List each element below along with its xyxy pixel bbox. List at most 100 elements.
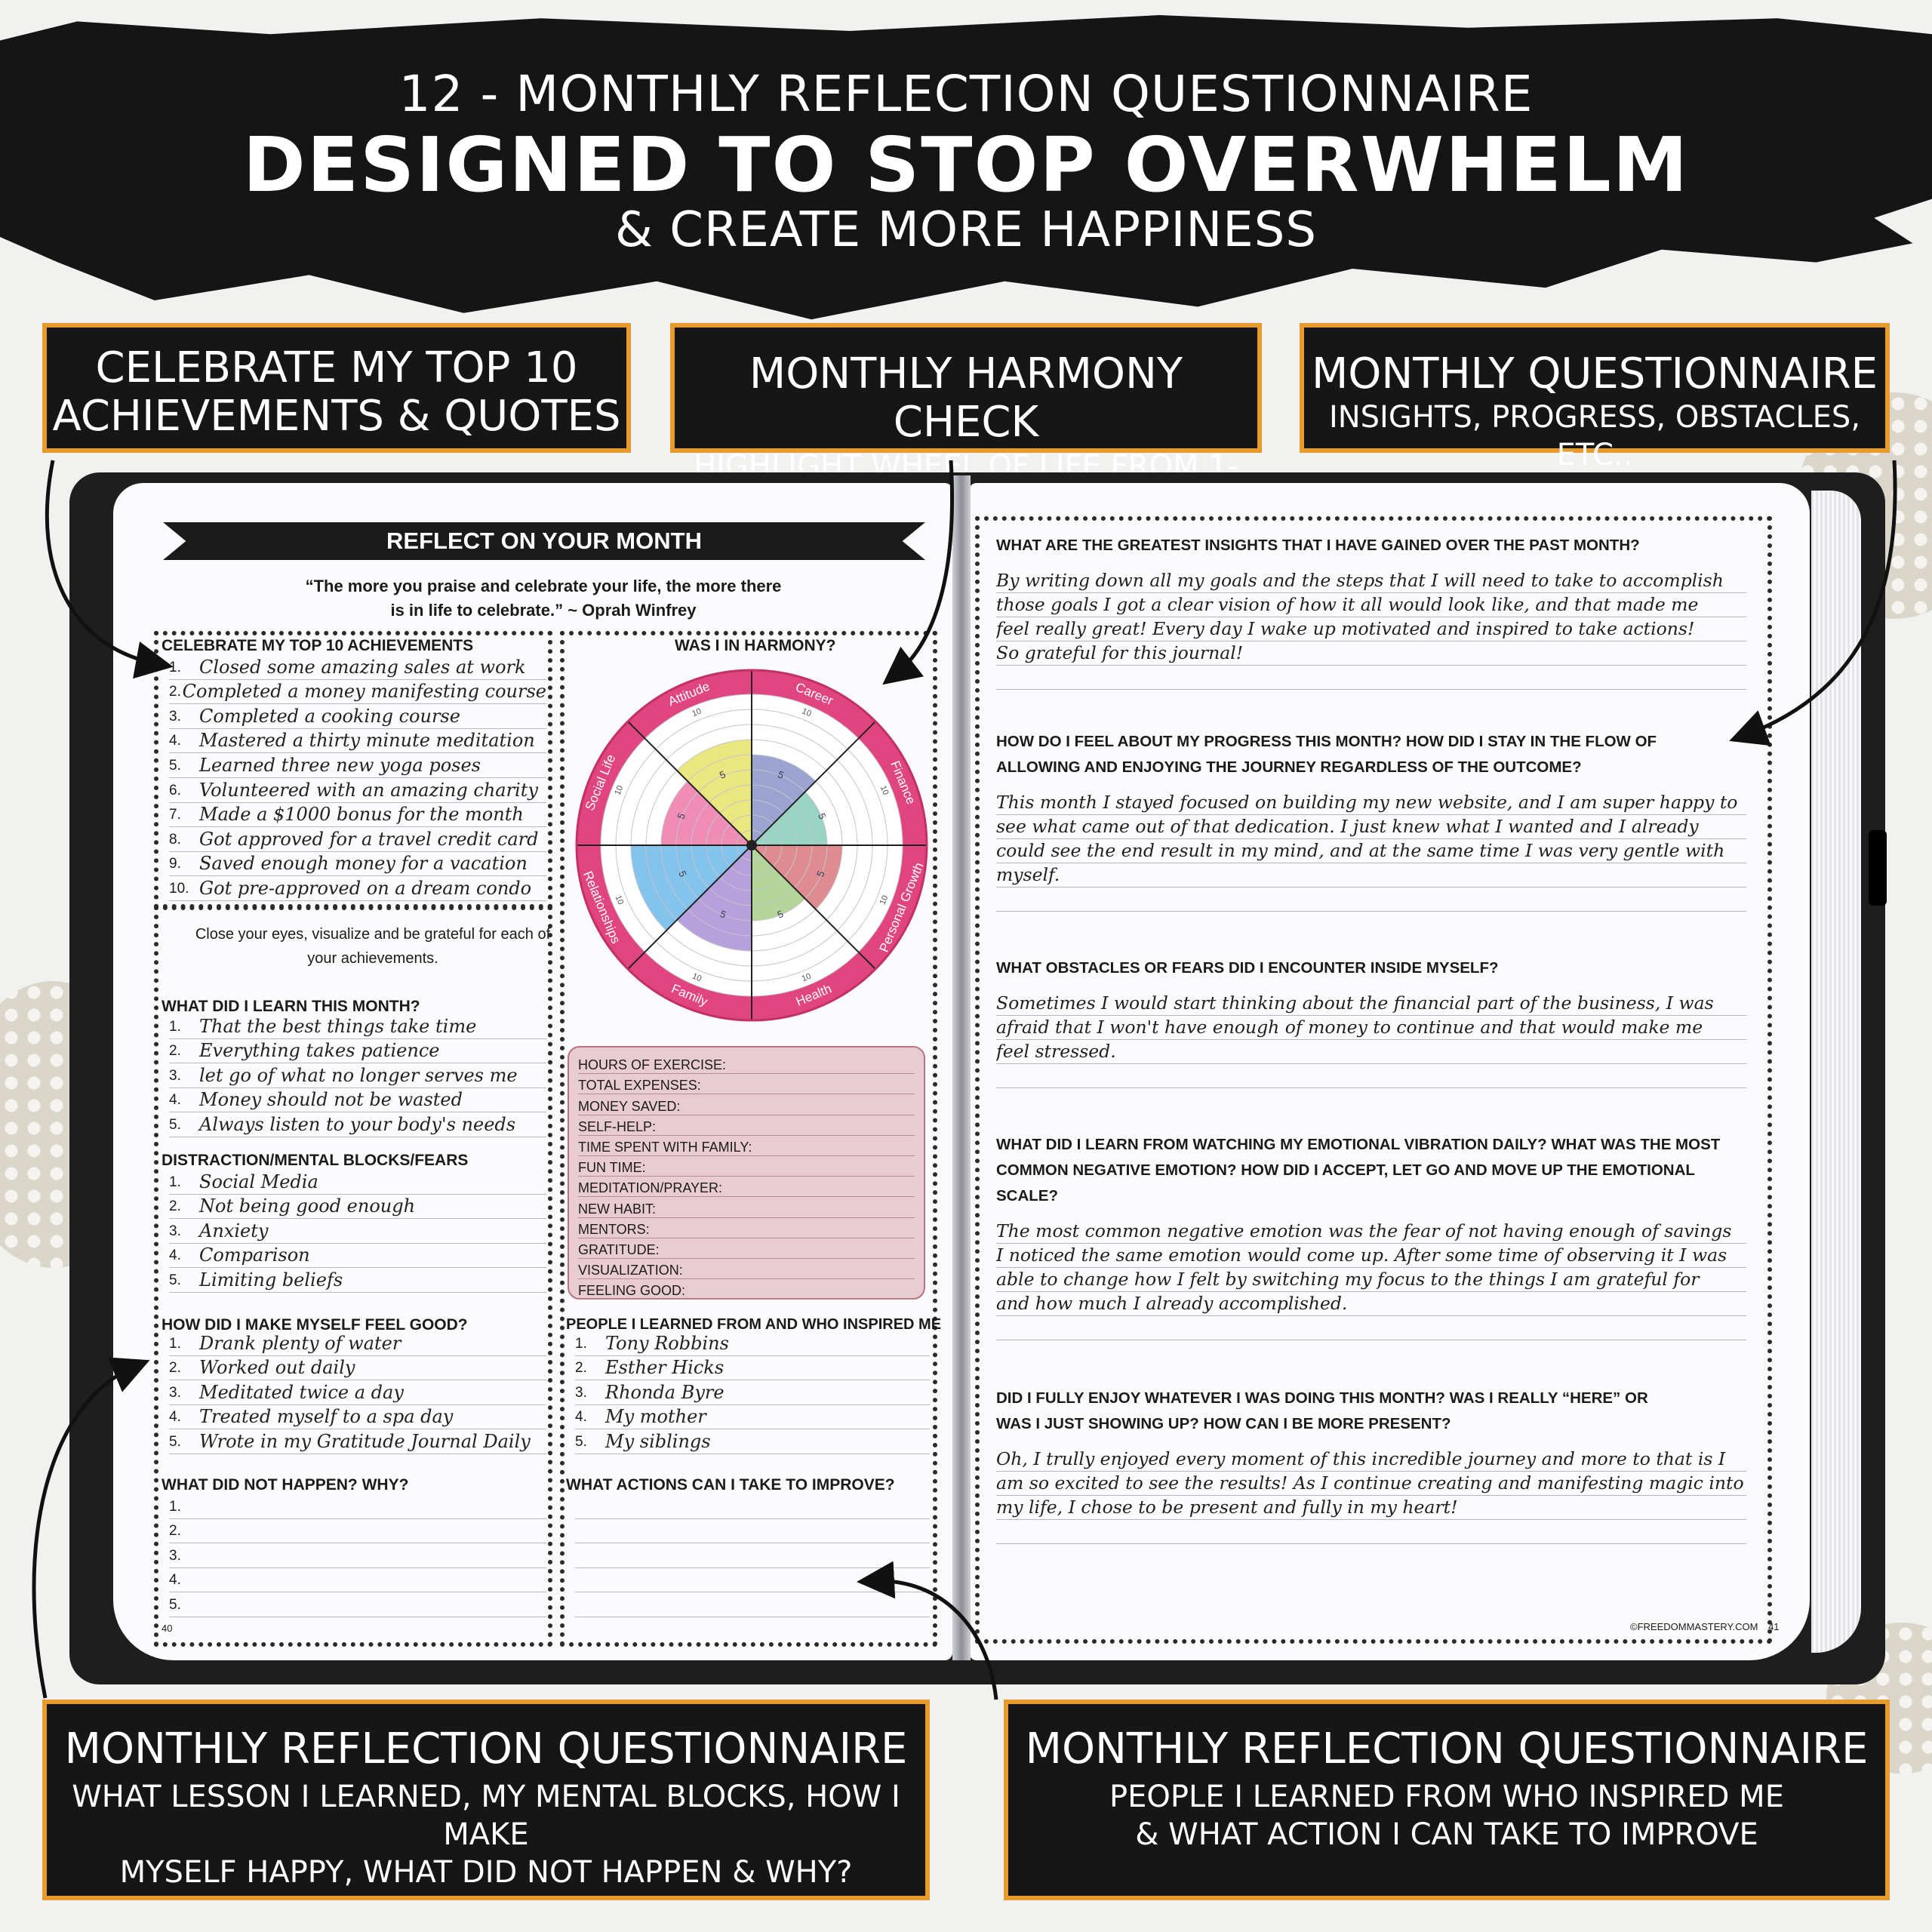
answer-line: feel really great! Every day I wake up m… <box>996 617 1746 641</box>
wheel-center <box>746 840 757 851</box>
stats-row: MEDITATION/PRAYER: <box>578 1177 915 1198</box>
question-block: WHAT ARE THE GREATEST INSIGHTS THAT I HA… <box>996 533 1746 690</box>
list-item: 8.Got approved for a travel credit card <box>169 827 546 852</box>
list-item: 6.Volunteered with an amazing charity <box>169 778 546 803</box>
stats-row: FUN TIME: <box>578 1156 915 1177</box>
question-line: COMMON NEGATIVE EMOTION? HOW DID I ACCEP… <box>996 1161 1695 1179</box>
answer-line: So grateful for this journal! <box>996 641 1746 666</box>
wheel-segment <box>631 845 752 931</box>
list-item-number: 7. <box>169 807 181 823</box>
quote-line-2: is in life to celebrate.” ~ Oprah Winfre… <box>390 601 697 620</box>
list-item-text: Comparison <box>199 1244 310 1266</box>
callout-reflection-left: MONTHLY REFLECTION QUESTIONNAIRE WHAT LE… <box>42 1700 930 1900</box>
answer-line: Oh, I trully enjoyed every moment of thi… <box>996 1447 1746 1472</box>
stats-row: NEW HABIT: <box>578 1197 915 1218</box>
list-item-number: 4. <box>169 1572 181 1589</box>
wheel-segment <box>752 792 827 845</box>
question-line: SCALE? <box>996 1187 1058 1204</box>
list-item: 5.Learned three new yoga poses <box>169 753 546 778</box>
answer-line <box>996 666 1746 690</box>
answer-line <box>996 1520 1746 1544</box>
question-line: WHAT DID I LEARN FROM WATCHING MY EMOTIO… <box>996 1136 1721 1153</box>
list-item-text: Worked out daily <box>199 1357 355 1379</box>
stats-row: FEELING GOOD: <box>578 1279 915 1300</box>
question-text: WHAT ARE THE GREATEST INSIGHTS THAT I HA… <box>996 533 1746 558</box>
left-page-number: 40 <box>162 1623 173 1634</box>
stats-row: TIME SPENT WITH FAMILY: <box>578 1136 915 1156</box>
question-line: WHAT ARE THE GREATEST INSIGHTS THAT I HA… <box>996 537 1640 554</box>
list-item-text: Tony Robbins <box>605 1332 729 1354</box>
people-title: PEOPLE I LEARNED FROM AND WHO INSPIRED M… <box>566 1316 942 1333</box>
list-item: 1.Social Media <box>169 1170 546 1195</box>
callout-questionnaire-title: MONTHLY QUESTIONNAIRE <box>1311 349 1878 398</box>
callout-reflection-left-line-1: WHAT LESSON I LEARNED, MY MENTAL BLOCKS,… <box>72 1780 900 1853</box>
answer-lines: By writing down all my goals and the ste… <box>996 569 1746 690</box>
list-item: 5.My siblings <box>575 1429 930 1454</box>
list-item: 5.Always listen to your body's needs <box>169 1112 546 1137</box>
wheel-tick-label: 10 <box>691 706 703 718</box>
list-item-text: Money should not be wasted <box>199 1089 463 1111</box>
visualize-note-line-1: Close your eyes, visualize and be gratef… <box>195 926 551 943</box>
answer-line: myself. <box>996 863 1746 888</box>
questionnaire-box <box>975 516 1772 1644</box>
list-item-number: 2. <box>575 1360 587 1377</box>
list-item-number: 5. <box>169 1596 181 1613</box>
list-item-text: Got approved for a travel credit card <box>199 828 539 850</box>
list-item: 4. Comparison <box>169 1244 546 1269</box>
question-line: WHAT OBSTACLES OR FEARS DID I ENCOUNTER … <box>996 959 1499 977</box>
list-item-number: 1. <box>169 1335 181 1352</box>
answer-line: afraid that I won't have enough of money… <box>996 1016 1746 1040</box>
wheel-divider <box>627 721 752 846</box>
list-item-number: 2. <box>169 684 181 700</box>
list-item-number: 5. <box>169 1116 181 1133</box>
list-item-text: Closed some amazing sales at work <box>199 656 526 678</box>
list-item: 1. <box>169 1494 546 1519</box>
list-item: 3.Meditated twice a day <box>169 1380 546 1405</box>
list-item: 5.Wrote in my Gratitude Journal Daily <box>169 1429 546 1454</box>
list-item: 5.Limiting beliefs <box>169 1268 546 1293</box>
list-item-number: 5. <box>169 1433 181 1450</box>
notebook-gutter <box>952 475 971 1660</box>
stats-row: VISUALIZATION: <box>578 1259 915 1280</box>
list-item-text: Everything takes patience <box>199 1040 440 1062</box>
blocks-title: DISTRACTION/MENTAL BLOCKS/FEARS <box>162 1152 469 1169</box>
list-item-number: 1. <box>169 1174 181 1190</box>
answer-line: I noticed the same emotion would come up… <box>996 1244 1746 1268</box>
list-item-number: 4. <box>169 1092 181 1109</box>
list-item-text: My siblings <box>605 1430 711 1452</box>
list-item: 2. Worked out daily <box>169 1356 546 1381</box>
footer-brand: ©FREEDOMMASTERY.COM <box>1630 1621 1758 1632</box>
answer-lines: This month I stayed focused on building … <box>996 791 1746 912</box>
list-item-text: My mother <box>605 1406 706 1428</box>
list-item: 4. <box>169 1568 546 1593</box>
list-item: 2.Everything takes patience <box>169 1039 546 1064</box>
wheel-tick-label: 10 <box>878 894 891 906</box>
answer-lines: Sometimes I would start thinking about t… <box>996 992 1746 1088</box>
question-block: HOW DO I FEEL ABOUT MY PROGRESS THIS MON… <box>996 729 1746 912</box>
wheel-tick-label: 10 <box>801 706 813 718</box>
list-item-text: Learned three new yoga poses <box>199 754 481 776</box>
visualize-note-line-2: your achievements. <box>307 950 438 967</box>
right-page-footer: ©FREEDOMMASTERY.COM 41 <box>1630 1621 1780 1632</box>
list-item-number: 9. <box>169 856 181 872</box>
title-line-2: DESIGNED TO STOP OVERWHELM <box>242 121 1690 209</box>
stats-row: HOURS OF EXERCISE: <box>578 1054 915 1075</box>
stats-row: GRATITUDE: <box>578 1238 915 1259</box>
question-text: HOW DO I FEEL ABOUT MY PROGRESS THIS MON… <box>996 729 1746 780</box>
list-item-number: 2. <box>169 1523 181 1540</box>
wheel-segment <box>677 740 752 845</box>
quote-line-1: “The more you praise and celebrate your … <box>305 577 782 595</box>
list-item-number: 2. <box>169 1360 181 1377</box>
list-item: 5. <box>169 1592 546 1617</box>
harmony-box <box>560 631 937 1647</box>
list-item-number: 4. <box>169 1247 181 1264</box>
list-item-number: 4. <box>575 1409 587 1426</box>
stats-row: MENTORS: <box>578 1218 915 1238</box>
list-item-number: 3. <box>169 1547 181 1564</box>
stats-row: SELF-HELP: <box>578 1115 915 1136</box>
list-item: 2. <box>169 1519 546 1544</box>
callout-achievements-line2: ACHIEVEMENTS & QUOTES <box>52 392 621 441</box>
